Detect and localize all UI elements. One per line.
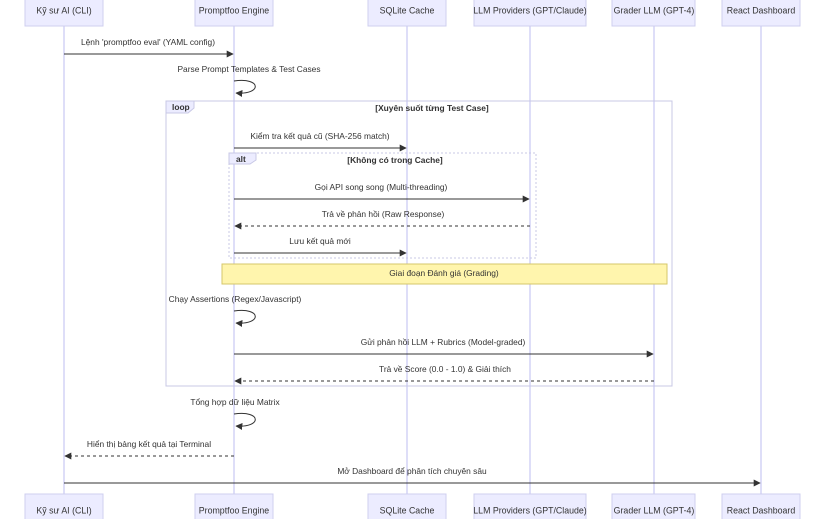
actor-grader: Grader LLM (GPT-4) xyxy=(611,0,696,27)
message-label: Kiểm tra kết quả cũ (SHA-256 match) xyxy=(250,131,389,141)
actor-providers: LLM Providers (GPT/Claude) xyxy=(473,0,587,27)
actor-engineer: Kỹ sư AI (CLI) xyxy=(24,493,104,519)
actor-label: SQLite Cache xyxy=(380,5,435,15)
alt-frame: alt [Không có trong Cache] xyxy=(228,152,537,259)
message-label: Trả về phản hồi (Raw Response) xyxy=(322,209,445,219)
actors-top: Kỹ sư AI (CLI) Promptfoo Engine SQLite C… xyxy=(24,0,801,27)
lifelines xyxy=(63,26,762,494)
actor-label: Promptfoo Engine xyxy=(199,5,270,15)
actor-engineer: Kỹ sư AI (CLI) xyxy=(24,0,104,27)
actor-dashboard: React Dashboard xyxy=(721,0,801,27)
actor-grader: Grader LLM (GPT-4) xyxy=(611,493,696,519)
message-label: Mở Dashboard để phân tích chuyên sâu xyxy=(337,466,487,476)
message-label: Tổng hợp dữ liệu Matrix xyxy=(190,397,280,407)
actor-label: Kỹ sư AI (CLI) xyxy=(36,5,91,15)
self-message-arrow xyxy=(233,79,256,97)
actor-label: Grader LLM (GPT-4) xyxy=(614,5,695,15)
actor-label: React Dashboard xyxy=(727,505,796,515)
message-label: Gửi phản hồi LLM + Rubrics (Model-graded… xyxy=(361,337,526,347)
message-label: Parse Prompt Templates & Test Cases xyxy=(177,64,320,74)
actor-label: Kỹ sư AI (CLI) xyxy=(36,505,91,515)
loop-frame: loop [Xuyên suốt từng Test Case] xyxy=(165,100,673,387)
message-label: Lệnh 'promptfoo eval' (YAML config) xyxy=(81,37,215,47)
actor-label: LLM Providers (GPT/Claude) xyxy=(473,5,586,15)
alt-frame-label: alt xyxy=(236,154,246,164)
actor-cache: SQLite Cache xyxy=(367,0,447,27)
self-message-arrow xyxy=(233,412,256,430)
message-label: Gọi API song song (Multi-threading) xyxy=(315,182,448,192)
actors-bottom: Kỹ sư AI (CLI) Promptfoo Engine SQLite C… xyxy=(24,493,801,519)
grading-note-text: Giai đoạn Đánh giá (Grading) xyxy=(389,268,499,278)
loop-frame-condition: [Xuyên suốt từng Test Case] xyxy=(375,103,489,113)
message-label: Hiển thị bảng kết quả tại Terminal xyxy=(87,439,211,449)
actor-label: Promptfoo Engine xyxy=(199,505,270,515)
actor-engine: Promptfoo Engine xyxy=(194,493,274,519)
actor-label: React Dashboard xyxy=(727,5,796,15)
actor-engine: Promptfoo Engine xyxy=(194,0,274,27)
actor-providers: LLM Providers (GPT/Claude) xyxy=(473,493,587,519)
loop-frame-label: loop xyxy=(172,102,190,112)
actor-label: SQLite Cache xyxy=(380,505,435,515)
self-message-arrow xyxy=(233,309,256,327)
actor-label: Grader LLM (GPT-4) xyxy=(614,505,695,515)
actor-dashboard: React Dashboard xyxy=(721,493,801,519)
messages: Lệnh 'promptfoo eval' (YAML config) Pars… xyxy=(64,37,761,487)
actor-cache: SQLite Cache xyxy=(367,493,447,519)
actor-label: LLM Providers (GPT/Claude) xyxy=(473,505,586,515)
message-label: Chạy Assertions (Regex/Javascript) xyxy=(169,294,302,304)
message-label: Lưu kết quả mới xyxy=(289,236,351,246)
alt-frame-condition: [Không có trong Cache] xyxy=(347,155,443,165)
grading-note: Giai đoạn Đánh giá (Grading) xyxy=(221,263,668,285)
message-label: Trả về Score (0.0 - 1.0) & Giải thích xyxy=(379,364,511,374)
